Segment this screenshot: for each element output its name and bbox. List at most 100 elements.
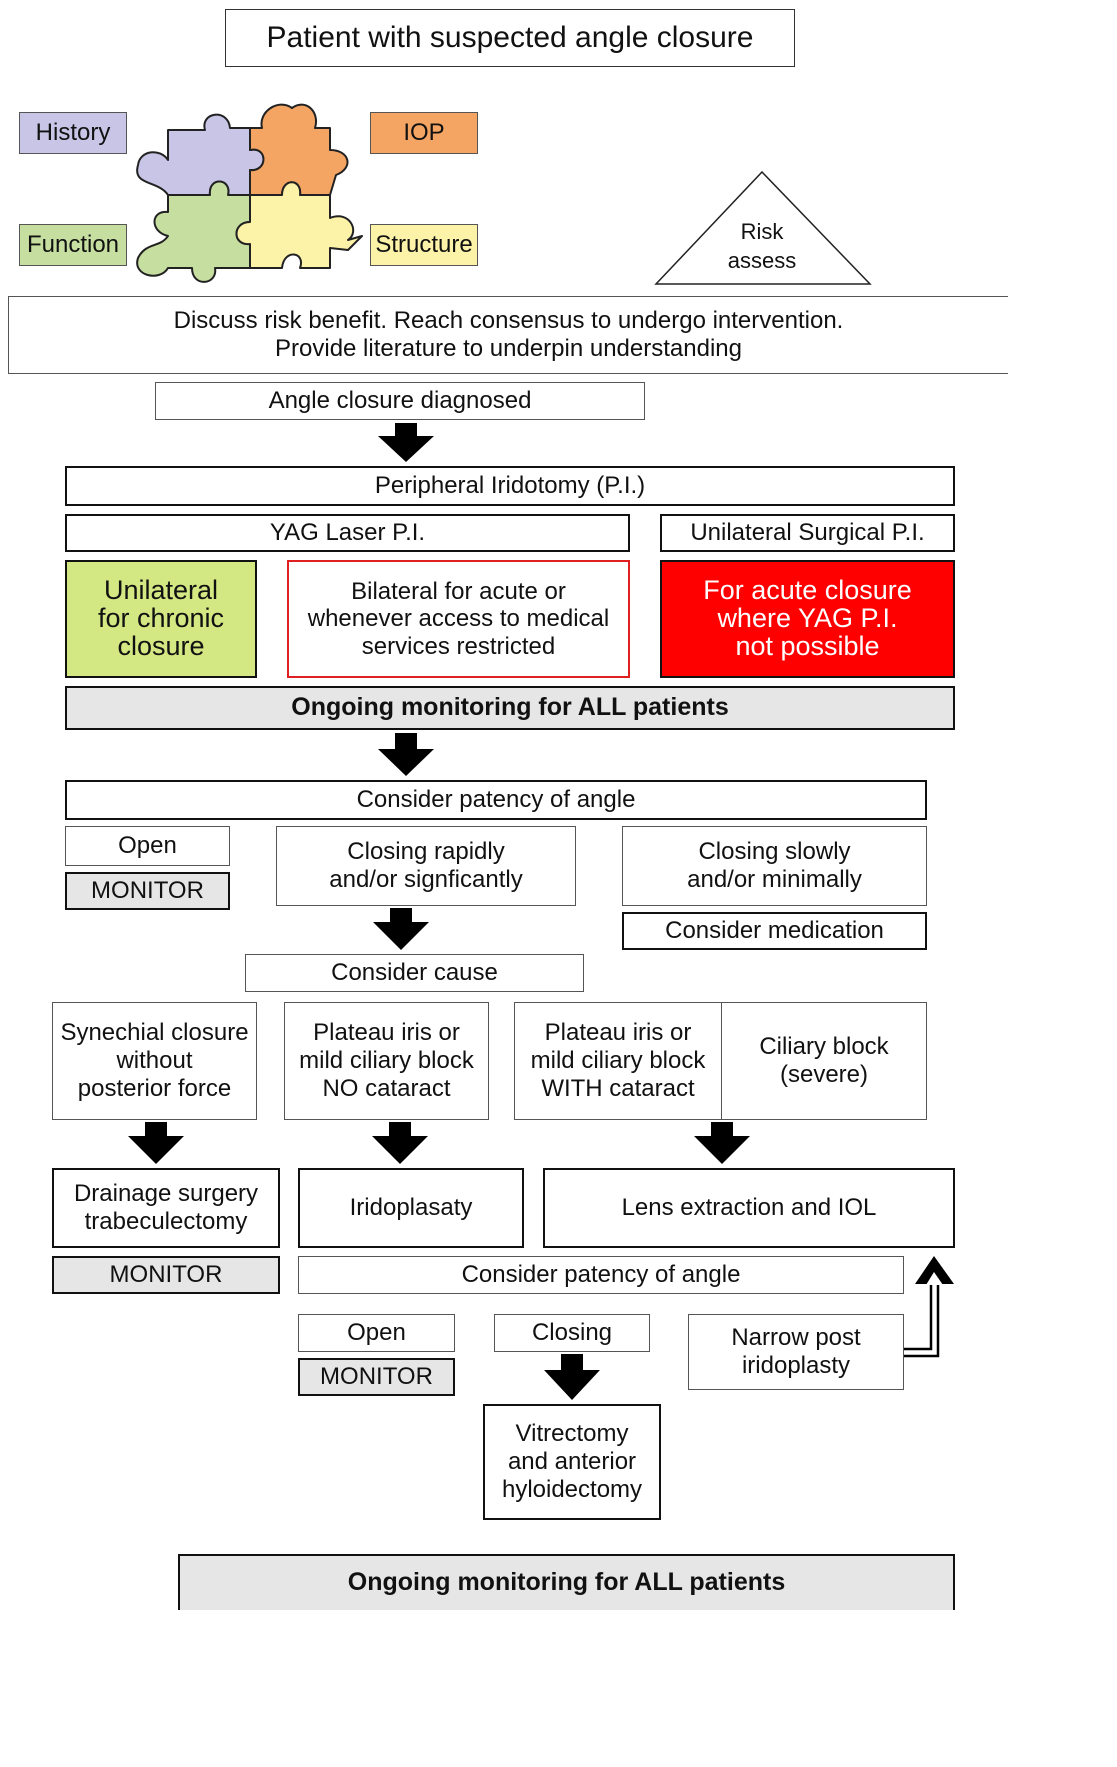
- structure-label: Structure: [370, 224, 478, 266]
- iop-label: IOP: [370, 112, 478, 154]
- discuss-box: Discuss risk benefit. Reach consensus to…: [8, 296, 1008, 374]
- discuss-line-2: Provide literature to underpin understan…: [275, 335, 742, 362]
- vitrectomy-line-1: Vitrectomy: [515, 1419, 629, 1447]
- down-arrow-icon: [373, 908, 429, 950]
- surgical-pi-text: Unilateral Surgical P.I.: [690, 518, 925, 546]
- lens-box: Lens extraction and IOL: [543, 1168, 955, 1248]
- medication-text: Consider medication: [665, 916, 884, 944]
- closing-rapid-line-1: Closing rapidly: [347, 837, 505, 865]
- synechial-box: Synechial closure without posterior forc…: [52, 1002, 257, 1120]
- vitrectomy-line-3: hyloidectomy: [501, 1476, 643, 1504]
- cause-text: Consider cause: [331, 958, 498, 986]
- open-box-1: Open: [65, 826, 230, 866]
- diagnosed-text: Angle closure diagnosed: [268, 386, 532, 414]
- unilateral-line-2: for chronic: [97, 603, 225, 634]
- cause-box: Consider cause: [245, 954, 584, 992]
- page-title: Patient with suspected angle closure: [225, 9, 795, 67]
- bilateral-line-3: services restricted: [361, 632, 556, 660]
- vitrectomy-line-2: and anterior: [507, 1447, 637, 1475]
- ciliary-severe-line-2: (severe): [779, 1061, 869, 1088]
- unilateral-line-3: closure: [117, 630, 205, 661]
- plateau-no-line-1: Plateau iris or: [313, 1018, 460, 1046]
- plateau-no-line-2: mild ciliary block: [299, 1046, 474, 1074]
- drainage-line-2: trabeculectomy: [84, 1208, 248, 1235]
- acute-line-2: where YAG P.I.: [717, 603, 898, 634]
- closing-slow-line-1: Closing slowly: [698, 837, 851, 865]
- puzzle-piece-orange: [249, 103, 349, 196]
- narrow-line-2: iridoplasty: [741, 1352, 851, 1379]
- patency-1-text: Consider patency of angle: [356, 785, 636, 813]
- up-arrow-icon: [904, 1284, 940, 1358]
- closing-rapid-box: Closing rapidly and/or signficantly: [276, 826, 576, 906]
- pi-text: Peripheral Iridotomy (P.I.): [374, 471, 646, 499]
- drainage-line-1: Drainage surgery: [73, 1179, 259, 1207]
- monitoring-2-text: Ongoing monitoring for ALL patients: [347, 1568, 786, 1596]
- iridoplasty-box: Iridoplasaty: [298, 1168, 524, 1248]
- bilateral-line-1: Bilateral for acute or: [351, 577, 566, 605]
- monitoring-box-1: Ongoing monitoring for ALL patients: [65, 686, 955, 730]
- discuss-line-1: Discuss risk benefit. Reach consensus to…: [173, 306, 844, 334]
- diagnosed-box: Angle closure diagnosed: [155, 382, 645, 420]
- plateau-with-line-1: Plateau iris or: [544, 1018, 692, 1046]
- monitoring-box-2: Ongoing monitoring for ALL patients: [178, 1554, 955, 1610]
- open-box-2: Open: [298, 1314, 455, 1352]
- down-arrow-icon: [128, 1122, 184, 1164]
- ciliary-severe-box: Ciliary block (severe): [721, 1002, 927, 1120]
- pi-box: Peripheral Iridotomy (P.I.): [65, 466, 955, 506]
- up-arrow-head-icon: [915, 1256, 954, 1284]
- medication-box: Consider medication: [622, 912, 927, 950]
- down-arrow-icon: [544, 1354, 600, 1400]
- monitor-1-text: MONITOR: [91, 876, 204, 904]
- closing-box: Closing: [494, 1314, 650, 1352]
- synechial-line-1: Synechial closure: [60, 1018, 249, 1046]
- monitor-box-1: MONITOR: [65, 872, 230, 910]
- risk-text-2: assess: [727, 247, 797, 273]
- closing-rapid-line-2: and/or signficantly: [329, 866, 523, 893]
- down-arrow-icon: [694, 1122, 750, 1164]
- closing-slow-box: Closing slowly and/or minimally: [622, 826, 927, 906]
- down-arrow-icon: [378, 733, 434, 776]
- monitoring-1-text: Ongoing monitoring for ALL patients: [291, 693, 729, 722]
- synechial-line-3: posterior force: [77, 1075, 232, 1103]
- structure-text: Structure: [375, 230, 473, 258]
- narrow-box: Narrow post iridoplasty: [688, 1314, 904, 1390]
- vitrectomy-box: Vitrectomy and anterior hyloidectomy: [483, 1404, 661, 1520]
- lens-text: Lens extraction and IOL: [621, 1193, 877, 1221]
- acute-line-3: not possible: [735, 630, 880, 661]
- yag-text: YAG Laser P.I.: [269, 518, 426, 546]
- plateau-with-box: Plateau iris or mild ciliary block WITH …: [514, 1002, 722, 1120]
- plateau-no-line-3: NO cataract: [322, 1075, 451, 1103]
- risk-label: Risk assess: [712, 218, 812, 275]
- unilateral-box: Unilateral for chronic closure: [65, 560, 257, 678]
- history-text: History: [35, 118, 111, 146]
- plateau-no-box: Plateau iris or mild ciliary block NO ca…: [284, 1002, 489, 1120]
- plateau-with-line-2: mild ciliary block: [530, 1046, 706, 1074]
- risk-text-1: Risk: [740, 219, 784, 244]
- open-2-text: Open: [347, 1318, 406, 1346]
- patency-box-1: Consider patency of angle: [65, 780, 927, 820]
- down-arrow-icon: [372, 1122, 428, 1164]
- monitor-box-2: MONITOR: [52, 1256, 280, 1294]
- closing-text: Closing: [531, 1318, 613, 1346]
- ciliary-severe-line-1: Ciliary block: [759, 1032, 889, 1060]
- synechial-line-2: without: [116, 1046, 193, 1074]
- patency-2-text: Consider patency of angle: [461, 1260, 741, 1288]
- puzzle-piece-purple: [136, 113, 265, 196]
- monitor-box-3: MONITOR: [298, 1358, 455, 1396]
- closing-slow-line-2: and/or minimally: [687, 866, 862, 893]
- history-label: History: [19, 112, 127, 154]
- page-title-text: Patient with suspected angle closure: [266, 21, 754, 55]
- bilateral-line-2: whenever access to medical: [307, 605, 610, 633]
- acute-line-1: For acute closure: [703, 575, 912, 606]
- down-arrow-icon: [378, 423, 434, 462]
- acute-box: For acute closure where YAG P.I. not pos…: [660, 560, 955, 678]
- puzzle-piece-green: [136, 180, 251, 283]
- puzzle-piece-yellow: [235, 181, 363, 269]
- function-label: Function: [19, 224, 127, 266]
- narrow-line-1: Narrow post: [731, 1323, 861, 1351]
- patency-box-2: Consider patency of angle: [298, 1256, 904, 1294]
- unilateral-line-1: Unilateral: [103, 575, 219, 606]
- function-text: Function: [26, 230, 120, 258]
- iop-text: IOP: [403, 118, 445, 146]
- open-1-text: Open: [118, 831, 177, 859]
